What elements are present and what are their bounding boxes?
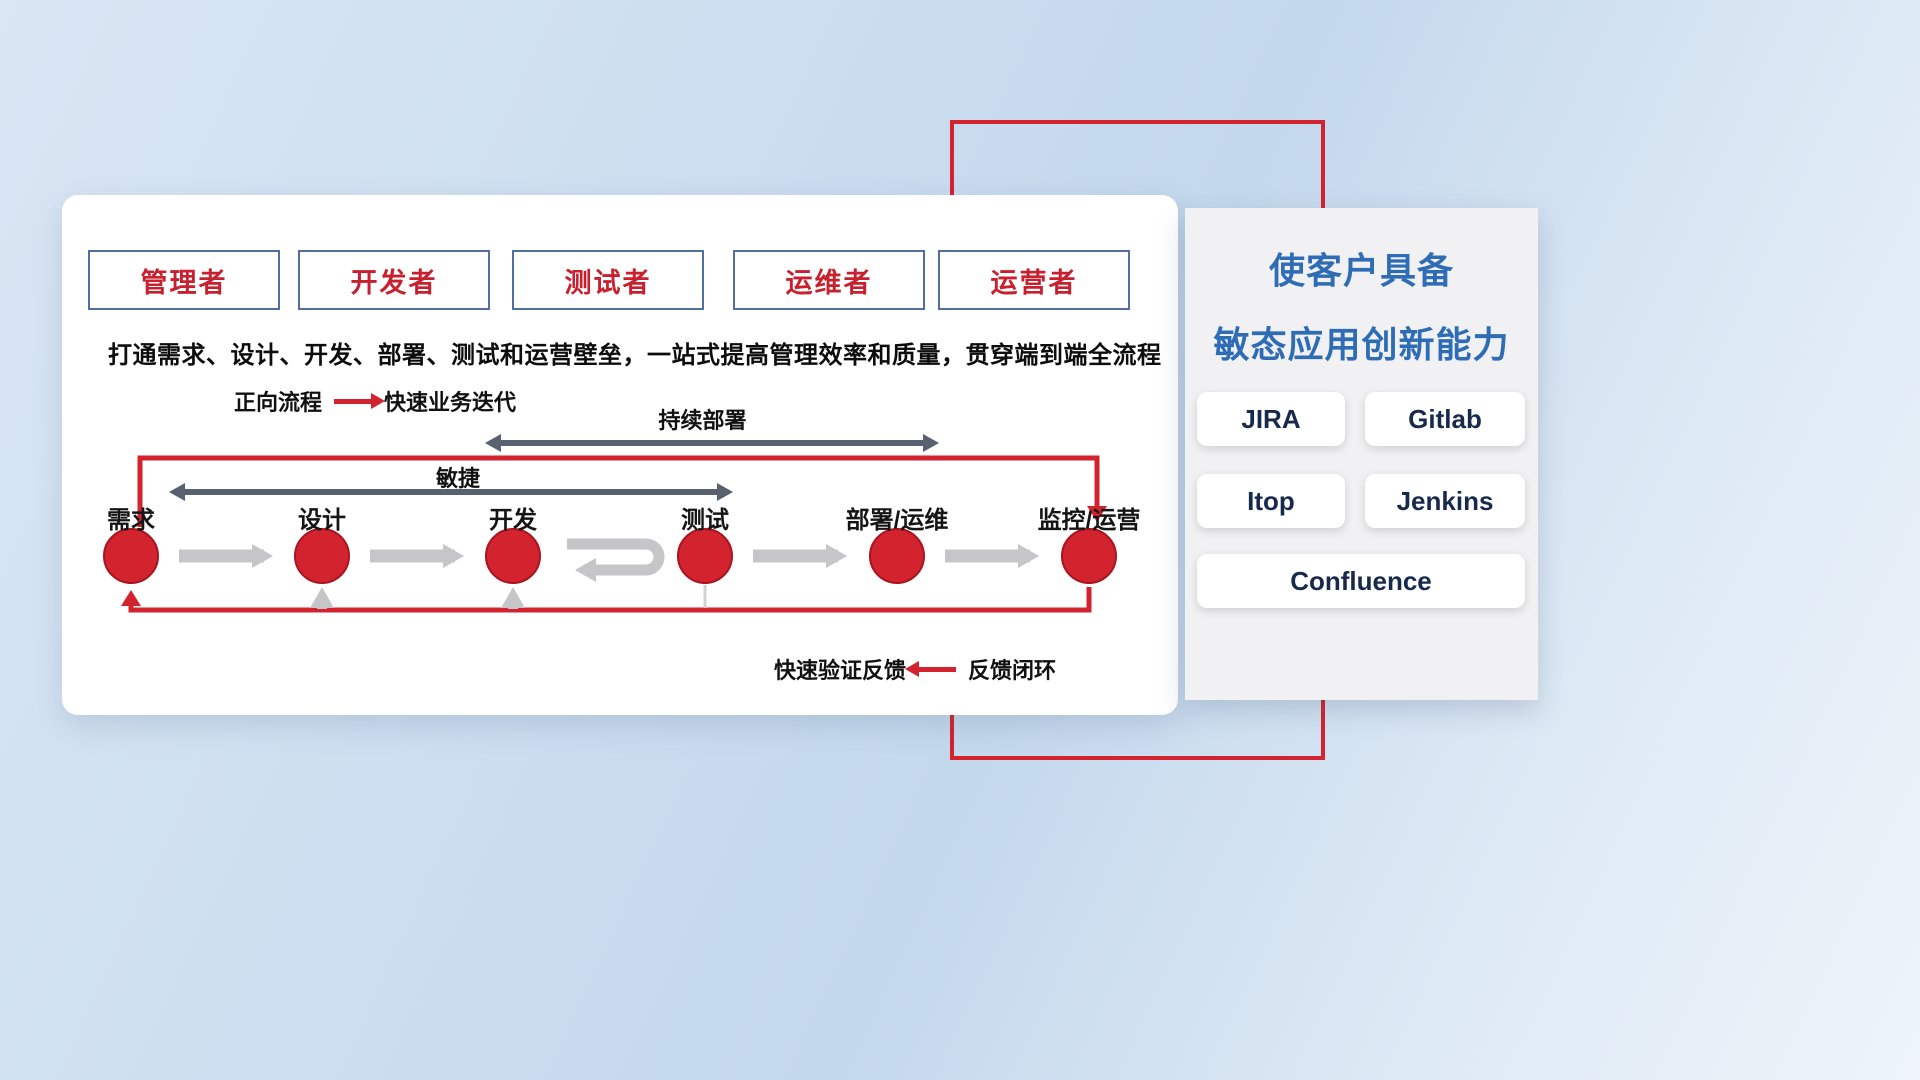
feedback-arrow-icon — [905, 660, 957, 677]
role-label: 开发者 — [350, 267, 438, 298]
tool-chip-gitlab: Gitlab — [1365, 392, 1525, 446]
tool-chip-confluence: Confluence — [1197, 554, 1525, 608]
node-monitor-operation — [1061, 528, 1117, 584]
flow-node-label-testing: 测试 — [681, 507, 729, 534]
capability-panel: 使客户具备 敏态应用创新能力 JIRA Gitlab Itop Jenkins … — [1185, 208, 1538, 700]
node-requirements — [103, 528, 159, 584]
devops-flow-card: 管理者 开发者 测试者 运维者 运营者 打通需求、设计、开发、部署、测试和运营壁… — [62, 195, 1178, 715]
node-testing — [677, 528, 733, 584]
forward-loop-path — [137, 455, 1107, 527]
panel-title-line1: 使客户具备 — [1268, 250, 1454, 291]
flow-node-label-deploy-ops: 部署/运维 — [845, 507, 949, 534]
feedback-value-label: 快速验证反馈 — [774, 658, 907, 683]
feedback-loop-label: 反馈闭环 — [968, 658, 1057, 683]
agile-span-label: 敏捷 — [435, 466, 480, 491]
role-label: 运维者 — [785, 267, 873, 298]
node-development — [485, 528, 541, 584]
role-box-developer: 开发者 — [298, 250, 490, 310]
tool-chip-jenkins: Jenkins — [1365, 474, 1525, 528]
forward-flow-label: 正向流程 — [234, 390, 323, 415]
role-label: 测试者 — [564, 267, 652, 298]
node-design — [294, 528, 350, 584]
flow-diagram-lines — [103, 434, 1117, 613]
forward-flow-value: 快速业务迭代 — [384, 390, 517, 415]
role-label: 管理者 — [140, 267, 228, 298]
flow-node-label-design: 设计 — [298, 507, 346, 534]
feedback-loop-path — [121, 587, 1092, 613]
tool-chip-jira: JIRA — [1197, 392, 1345, 446]
role-box-tester: 测试者 — [512, 250, 704, 310]
legend-feedback-loop: 快速验证反馈 反馈闭环 — [774, 653, 1056, 685]
continuous-deploy-span-label: 持续部署 — [658, 408, 747, 433]
node-deploy-ops — [869, 528, 925, 584]
forward-arrow-icon — [334, 392, 386, 409]
role-label: 运营者 — [990, 267, 1078, 298]
iterate-loop-arrow — [567, 538, 665, 582]
flow-node-label-development: 开发 — [489, 507, 537, 534]
role-box-ops: 运维者 — [733, 250, 925, 310]
role-box-operator: 运营者 — [938, 250, 1130, 310]
flow-node-label-requirements: 需求 — [107, 507, 155, 534]
panel-title-line2: 敏态应用创新能力 — [1213, 324, 1510, 365]
legend-forward-flow: 正向流程 快速业务迭代 — [234, 385, 516, 417]
flow-node-label-monitor-operation: 监控/运营 — [1037, 507, 1141, 534]
role-box-manager: 管理者 — [88, 250, 280, 310]
headline-text: 打通需求、设计、开发、部署、测试和运营壁垒，一站式提高管理效率和质量，贯穿端到端… — [108, 342, 1162, 369]
tool-chip-itop: Itop — [1197, 474, 1345, 528]
